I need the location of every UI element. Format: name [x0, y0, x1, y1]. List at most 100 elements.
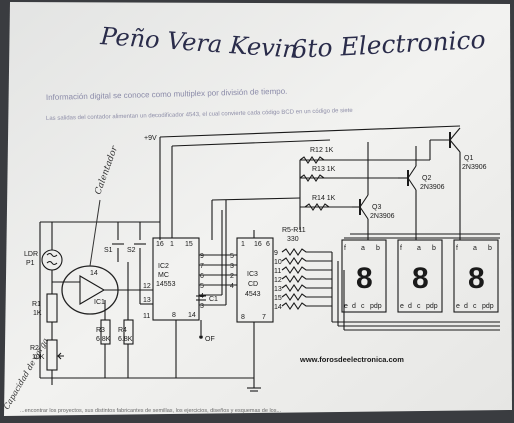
s1-label: S1	[104, 247, 113, 254]
ic3-pin: 9	[274, 250, 278, 257]
r2-value: 10K	[32, 354, 45, 361]
ic3-pin: 8	[241, 314, 245, 321]
ic3-pin: 4	[230, 283, 234, 290]
footer-text: ...encontrar los proyectos, sus distinto…	[20, 408, 282, 414]
seg-pin: d	[352, 303, 356, 310]
digit-glyph: 8	[356, 262, 373, 295]
seg-pin: b	[432, 245, 436, 252]
r12-label: R12 1K	[310, 147, 334, 154]
seg-pin: f	[344, 245, 346, 252]
r5-r11-resistor-bank	[281, 248, 332, 310]
seg-pin: a	[473, 245, 477, 252]
q1-label: Q1	[464, 155, 473, 162]
ic2-pin: 13	[143, 297, 151, 304]
ic2-pin: 12	[143, 283, 151, 290]
ic3-pin: 1	[241, 241, 245, 248]
ic3-pin: 5	[230, 253, 234, 260]
seg-pin: pdp	[370, 303, 382, 310]
seg-pin: a	[417, 245, 421, 252]
supply-label: +9V	[144, 135, 157, 142]
ic1-pin14: 14	[90, 270, 98, 277]
ic3-chip	[236, 237, 274, 323]
website-credit: www.forosdeelectronica.com	[299, 355, 404, 364]
seg-pin: b	[488, 245, 492, 252]
paper	[4, 2, 512, 416]
q1-transistor	[449, 139, 461, 153]
ic2-mc: MC	[158, 272, 169, 279]
ic3-pin: 6	[266, 241, 270, 248]
ic3-pin: 13	[274, 286, 282, 293]
ic2-pin: 3	[200, 303, 204, 310]
ic3-pin: 11	[274, 268, 281, 275]
seg-pin: c	[361, 303, 365, 310]
ic2-pin: 16	[156, 241, 164, 248]
ic2-pin: 9	[200, 253, 204, 260]
seven-segment-display-1: f a b 8 e d c pdp	[341, 239, 387, 313]
r5r11-label: R5-R11	[282, 227, 306, 234]
r1-value: 1K	[33, 310, 42, 317]
seven-segment-display-3: f a b 8 e d c pdp	[453, 239, 499, 313]
q1-part: 2N3906	[462, 164, 487, 171]
ic3-pin: 16	[254, 241, 262, 248]
ic3-label: IC3	[247, 271, 258, 278]
seg-pin: d	[464, 303, 468, 310]
ic2-label: IC2	[158, 263, 169, 270]
seg-pin: e	[400, 303, 404, 310]
digit-glyph: 8	[412, 262, 429, 295]
ic3-pin: 14	[274, 304, 282, 311]
digit-glyph: 8	[468, 262, 485, 295]
ic2-pin: 11	[143, 313, 150, 320]
seg-pin: c	[473, 303, 477, 310]
r3-value: 6.8K	[96, 336, 111, 343]
bus-ic2-ic3	[199, 197, 301, 306]
r13-resistor	[299, 174, 325, 182]
s2-label: S2	[127, 247, 136, 254]
ic2-pin: 14	[188, 312, 196, 319]
seg-pin: pdp	[426, 303, 438, 310]
seg-pin: c	[417, 303, 421, 310]
r13-label: R13 1K	[312, 166, 336, 173]
p1-label: P1	[26, 260, 35, 267]
of-node	[199, 335, 203, 339]
r5r11-value: 330	[287, 236, 299, 243]
seg-pin: e	[344, 303, 348, 310]
r4-label: R4	[118, 327, 127, 334]
seg-pin: pdp	[482, 303, 494, 310]
ic3-pin: 2	[230, 273, 234, 280]
ic3-cd: CD	[248, 281, 258, 288]
ic2-pin: 1	[170, 241, 174, 248]
seg-pin: f	[456, 245, 458, 252]
ldr-label: LDR	[24, 251, 38, 258]
c1-label: C1	[209, 296, 218, 303]
ic3-pin: 15	[274, 295, 282, 302]
r3-label: R3	[96, 327, 105, 334]
seg-pin: e	[456, 303, 460, 310]
r1-label: R1	[32, 301, 41, 308]
ic2-pin: 8	[172, 312, 176, 319]
r12-resistor	[299, 156, 325, 164]
of-label: OF	[205, 336, 215, 343]
q2-transistor	[407, 177, 417, 191]
seg-pin: a	[361, 245, 365, 252]
q3-part: 2N3906	[370, 213, 395, 220]
ic3-pin: 10	[274, 259, 282, 266]
ic1-label: IC1	[94, 299, 105, 306]
q3-transistor	[359, 206, 369, 220]
seven-segment-display-2: f a b 8 e d c pdp	[397, 239, 443, 313]
seg-pin: d	[408, 303, 412, 310]
ic3-part: 4543	[245, 291, 261, 298]
r14-label: R14 1K	[312, 195, 336, 202]
ic3-pin: 12	[274, 277, 282, 284]
q2-label: Q2	[422, 175, 431, 182]
r4-value: 6.8K	[118, 336, 133, 343]
ic2-pin: 6	[200, 273, 204, 280]
q3-label: Q3	[372, 204, 381, 211]
ic2-pin: 15	[185, 241, 193, 248]
seg-pin: f	[400, 245, 402, 252]
ic3-pin: 7	[262, 314, 266, 321]
ic1-opamp	[79, 275, 106, 305]
ic3-pin: 3	[230, 263, 234, 270]
ic2-pin: 5	[200, 283, 204, 290]
